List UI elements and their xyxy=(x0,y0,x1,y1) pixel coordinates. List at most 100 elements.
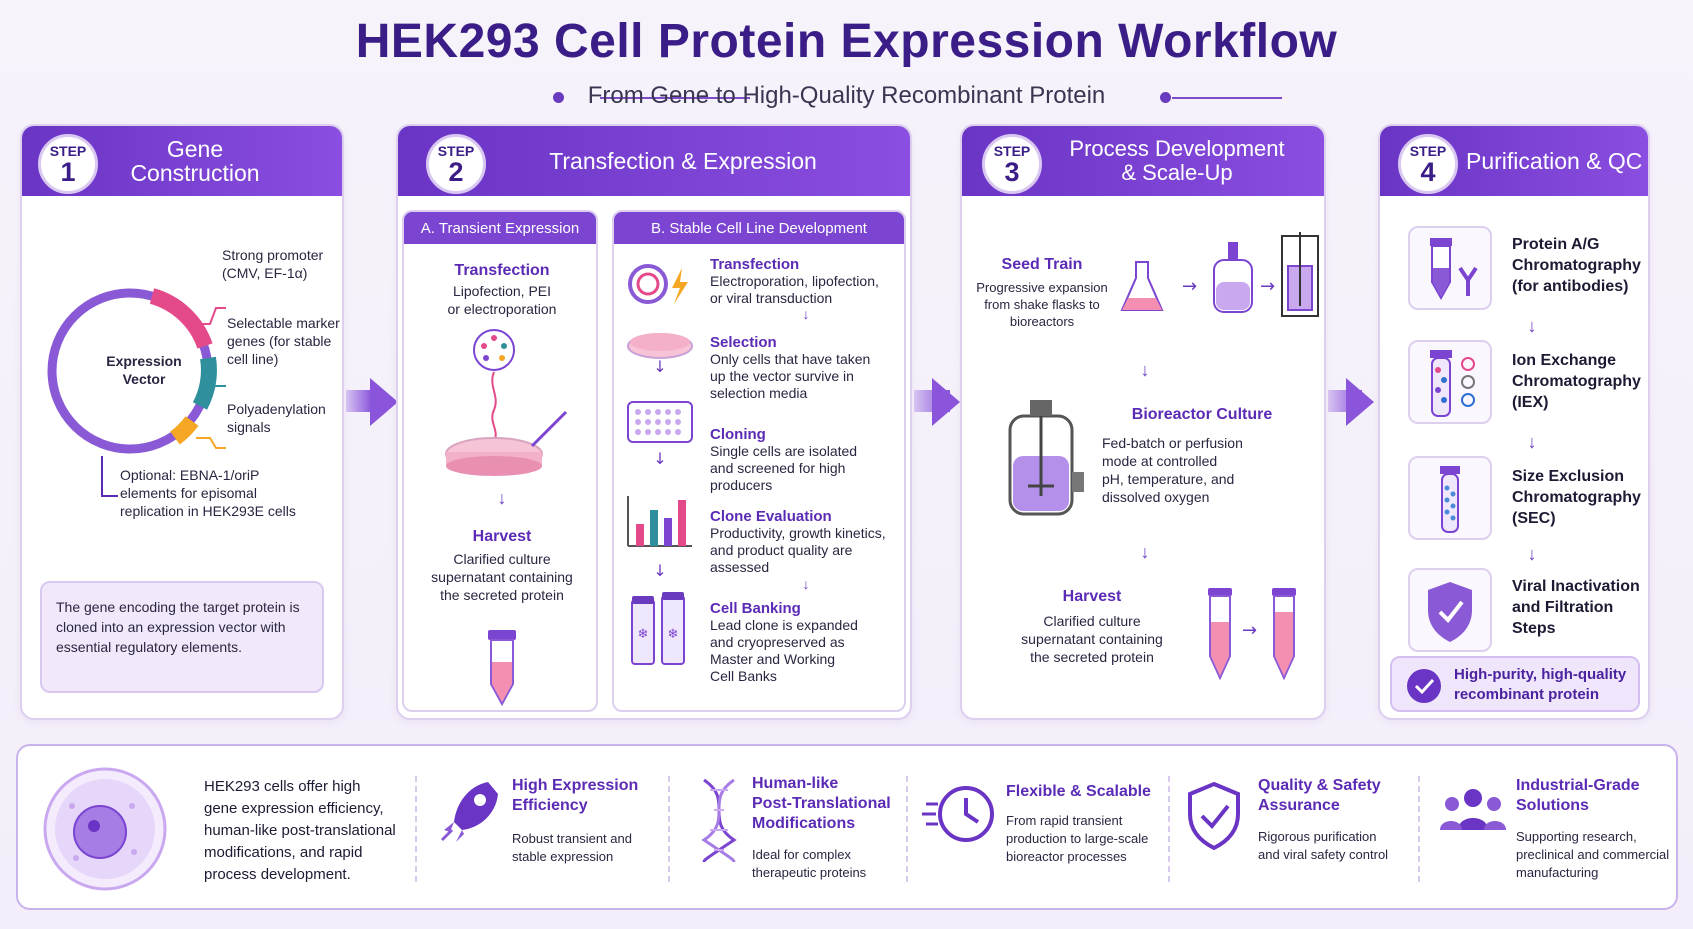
step-3-badge: STEP 3 xyxy=(982,134,1042,194)
result-box: High-purity, high-quality recombinant pr… xyxy=(1390,656,1640,712)
features-divider xyxy=(906,776,908,882)
shield-icon xyxy=(1188,781,1240,850)
svg-text:↓: ↓ xyxy=(653,357,666,376)
step-2-badge: STEP 2 xyxy=(426,134,486,194)
step-3-arrow-1: ↓ xyxy=(1140,360,1150,380)
step-number: 4 xyxy=(1420,157,1436,187)
bioreactor-text: Fed-batch or perfusion mode at controlle… xyxy=(1102,435,1243,505)
stable-step-text: Lead clone is expanded and cryopreserved… xyxy=(710,617,858,684)
qc-arrow-2: ↓ xyxy=(1527,432,1537,452)
annotation-polya: Polyadenylation signals xyxy=(227,401,326,435)
page-subtitle: From Gene to High-Quality Recombinant Pr… xyxy=(587,82,1106,109)
stable-step-selection: Selection Only cells that have taken up … xyxy=(710,334,870,402)
step-1-note: The gene encoding the target protein is … xyxy=(40,581,324,693)
annotation-promoter: Strong promoter (CMV, EF-1α) xyxy=(222,247,324,281)
vector-label: Expression Vector xyxy=(106,353,182,387)
clock-icon xyxy=(922,786,994,842)
subtitle-dot-left xyxy=(553,92,564,103)
stable-step-clone-evaluation: Clone Evaluation Productivity, growth ki… xyxy=(710,508,886,576)
subtitle-dot-right xyxy=(1160,92,1171,103)
step-1-badge: STEP 1 xyxy=(38,134,98,194)
stable-step-cell-banking: Cell Banking Lead clone is expanded and … xyxy=(710,600,858,685)
seed-train-text: Progressive expansion from shake flasks … xyxy=(976,280,1108,329)
sec-column-icon xyxy=(1408,456,1492,540)
flow-arrow-2 xyxy=(932,378,960,426)
check-circle-icon xyxy=(1407,669,1441,703)
svg-text:↓: ↓ xyxy=(653,561,666,580)
transient-arrow-down: ↓ xyxy=(497,488,507,508)
step-1-title: Gene Construction xyxy=(130,136,260,186)
flow-arrow-1-bar xyxy=(346,390,372,412)
qc-step-iex: Ion Exchange Chromatography (IEX) xyxy=(1512,352,1641,411)
qc-step-protein-ag: Protein A/G Chromatography (for antibodi… xyxy=(1512,236,1641,295)
qc-arrow-1: ↓ xyxy=(1527,316,1537,336)
affinity-tube-icon xyxy=(1408,226,1492,310)
ion-exchange-tube-icon xyxy=(1408,340,1492,424)
features-divider xyxy=(1418,776,1420,882)
subtitle-row: From Gene to High-Quality Recombinant Pr… xyxy=(0,82,1693,114)
step-2-panel: STEP 2 Transfection & Expression A. Tran… xyxy=(396,124,912,720)
step-number: 1 xyxy=(60,157,76,187)
step-2-header: STEP 2 Transfection & Expression xyxy=(398,126,910,196)
transient-harvest-text: Clarified culture supernatant containing… xyxy=(431,551,573,603)
step-4-panel: STEP 4 Purification & QC Protein A/G Chr… xyxy=(1378,124,1650,720)
features-divider xyxy=(668,776,670,882)
stable-arrow-2: ↓ xyxy=(802,576,810,592)
seed-train-title: Seed Train xyxy=(1001,256,1083,273)
flow-arrow-3 xyxy=(1346,378,1374,426)
svg-text:→: → xyxy=(1242,620,1257,641)
step-label: STEP xyxy=(49,143,87,159)
feature-title-industrial: Industrial-Grade Solutions xyxy=(1516,777,1640,814)
seed-train-vessels-icon: → → xyxy=(1120,232,1319,317)
feature-title-high-expression: High Expression Efficiency xyxy=(512,777,639,814)
stable-step-text: Electroporation, lipofection, or viral t… xyxy=(710,273,879,306)
flow-arrow-1 xyxy=(370,378,398,426)
shield-check-icon xyxy=(1408,568,1492,652)
dna-icon xyxy=(701,778,737,863)
step-4-badge: STEP 4 xyxy=(1398,134,1458,194)
rocket-icon xyxy=(440,782,498,842)
feature-title-ptm: Human-like Post-Translational Modificati… xyxy=(752,775,891,832)
subtitle-line-left xyxy=(600,97,750,99)
harvest-tube-icon xyxy=(488,630,516,707)
optional-leader xyxy=(101,456,118,497)
features-divider xyxy=(415,776,417,882)
svg-text:↓: ↓ xyxy=(653,449,666,468)
step-4-header: STEP 4 Purification & QC xyxy=(1380,126,1648,196)
step-3-arrow-2: ↓ xyxy=(1140,542,1150,562)
step-3-harvest-title: Harvest xyxy=(1062,588,1122,605)
step-3-header: STEP 3 Process Development & Scale-Up xyxy=(962,126,1324,196)
step-number: 3 xyxy=(1004,157,1020,187)
features-divider xyxy=(1168,776,1170,882)
hek293-cell-icon xyxy=(43,767,167,891)
feature-text-industrial: Supporting research, preclinical and com… xyxy=(1516,829,1670,880)
step-label: STEP xyxy=(1409,143,1447,159)
stable-step-title: Cell Banking xyxy=(710,600,801,617)
page-title: HEK293 Cell Protein Expression Workflow xyxy=(355,15,1338,68)
feature-text-ptm: Ideal for complex therapeutic proteins xyxy=(752,847,867,880)
culture-dish-transfection-icon xyxy=(445,329,568,476)
step-label: STEP xyxy=(437,143,475,159)
annotation-marker: Selectable marker genes (for stable cell… xyxy=(227,315,340,367)
bioreactor-icon xyxy=(1008,400,1084,516)
step-4-title: Purification & QC xyxy=(1466,148,1643,174)
step-2-title: Transfection & Expression xyxy=(549,148,817,174)
people-icon xyxy=(1440,789,1506,830)
features-intro: HEK293 cells offer high gene expression … xyxy=(204,778,396,883)
feature-text-high-expression: Robust transient and stable expression xyxy=(512,831,632,864)
qc-step-viral: Viral Inactivation and Filtration Steps xyxy=(1512,578,1640,637)
stable-cell-line-panel: B. Stable Cell Line Development ↓ ↓ ↓ xyxy=(612,210,906,712)
svg-text:→: → xyxy=(1182,276,1197,297)
features-bar: HEK293 cells offer high gene expression … xyxy=(16,744,1678,910)
stable-step-cloning: Cloning Single cells are isolated and sc… xyxy=(710,426,857,494)
stable-arrow-1: ↓ xyxy=(802,306,810,322)
qc-arrow-3: ↓ xyxy=(1527,544,1537,564)
stable-step-text: Single cells are isolated and screened f… xyxy=(710,443,858,493)
svg-text:❄: ❄ xyxy=(668,627,679,642)
step-3-title: Process Development & Scale-Up xyxy=(1069,136,1285,185)
step-number: 2 xyxy=(448,157,464,187)
qc-step-sec: Size Exclusion Chromatography (SEC) xyxy=(1512,468,1641,527)
feature-title-quality: Quality & Safety Assurance xyxy=(1258,777,1381,814)
step-3-harvest-text: Clarified culture supernatant containing… xyxy=(1021,613,1163,665)
stable-step-text: Only cells that have taken up the vector… xyxy=(710,351,871,401)
